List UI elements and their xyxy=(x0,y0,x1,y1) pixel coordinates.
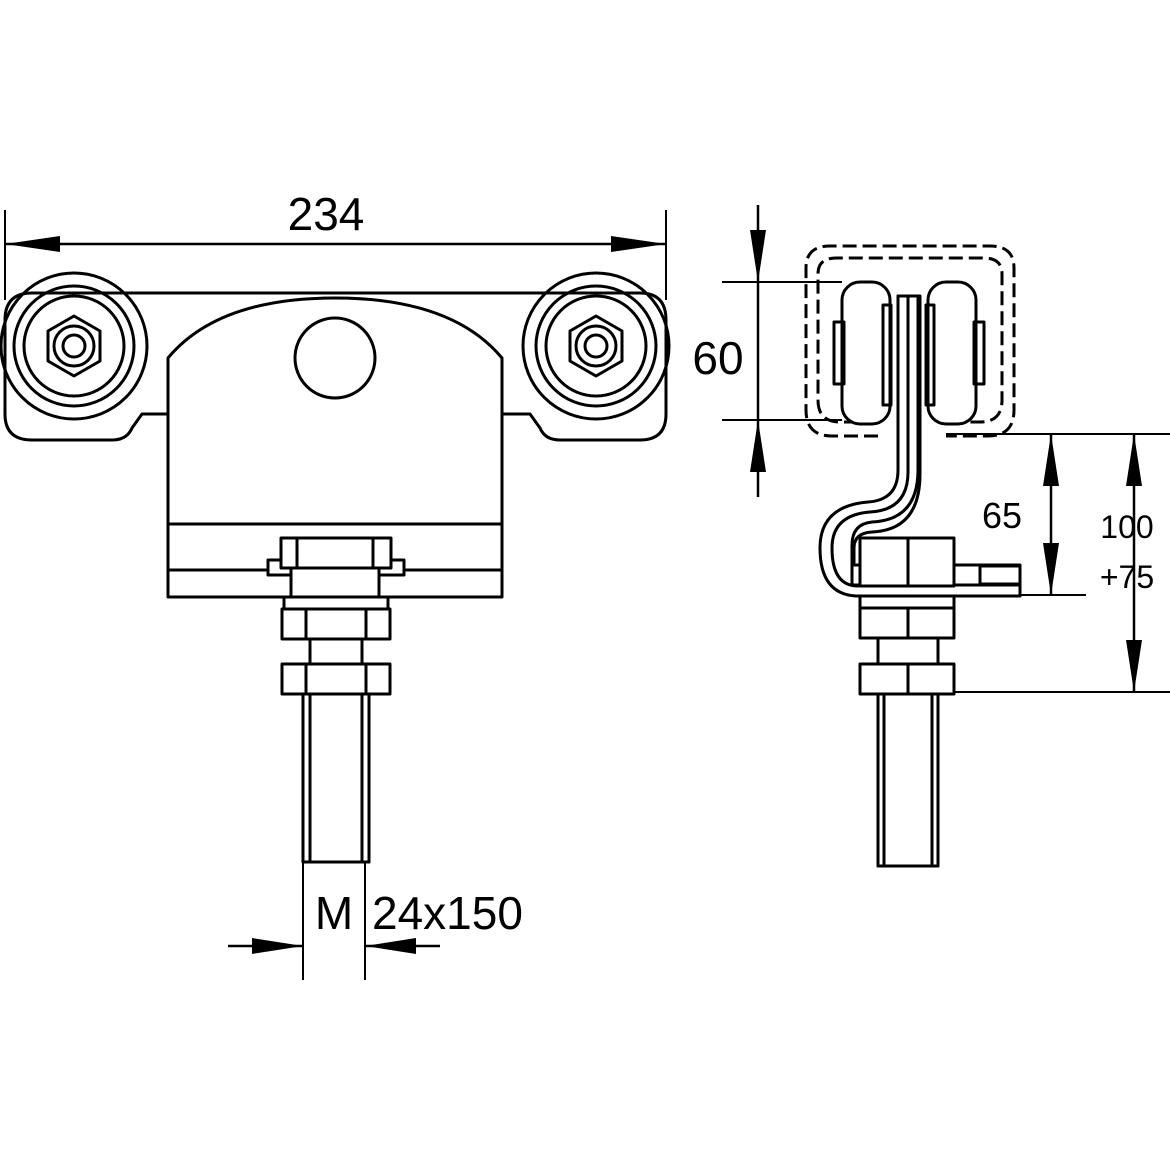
lower-height-dimension: 65 xyxy=(946,433,1170,596)
arrow-up-icon xyxy=(1043,434,1059,486)
overall-width-dimension: 234 xyxy=(4,188,667,300)
adjust-range-label: +75 xyxy=(1100,559,1154,595)
front-view: 234 xyxy=(0,188,671,980)
right-wheel xyxy=(521,271,671,421)
side-wheel-right xyxy=(926,280,978,426)
carriage-plate xyxy=(3,291,668,442)
lock-nuts xyxy=(280,595,392,696)
arrow-down-icon xyxy=(1043,543,1059,595)
arrow-left-icon xyxy=(5,236,60,252)
arrow-up-icon xyxy=(750,420,766,472)
arrow-down-icon xyxy=(750,230,766,282)
total-height-dimension: 100 +75 xyxy=(954,434,1170,693)
pivot-bolt-hole xyxy=(293,316,377,400)
arrow-right-icon xyxy=(252,938,303,954)
center-bracket xyxy=(166,296,504,599)
arrow-up-icon xyxy=(1126,434,1142,486)
thread-label-prefix: M xyxy=(315,887,353,939)
side-view: 60 65 100 +75 xyxy=(692,205,1170,868)
arrow-down-icon xyxy=(1126,640,1142,692)
wheel-height-dimension: 60 xyxy=(692,205,842,497)
arrow-right-icon xyxy=(611,236,666,252)
total-height-label: 100 xyxy=(1100,509,1153,545)
lower-height-label: 65 xyxy=(982,495,1022,536)
thread-dimension: M 24x150 xyxy=(228,862,523,980)
arrow-left-icon xyxy=(365,938,416,954)
rail-profile-dashed xyxy=(804,244,1016,438)
threaded-rod xyxy=(301,637,371,864)
overall-width-label: 234 xyxy=(288,188,365,240)
wheel-height-label: 60 xyxy=(692,332,743,384)
left-wheel xyxy=(0,271,149,421)
thread-label-value: 24x150 xyxy=(372,887,523,939)
